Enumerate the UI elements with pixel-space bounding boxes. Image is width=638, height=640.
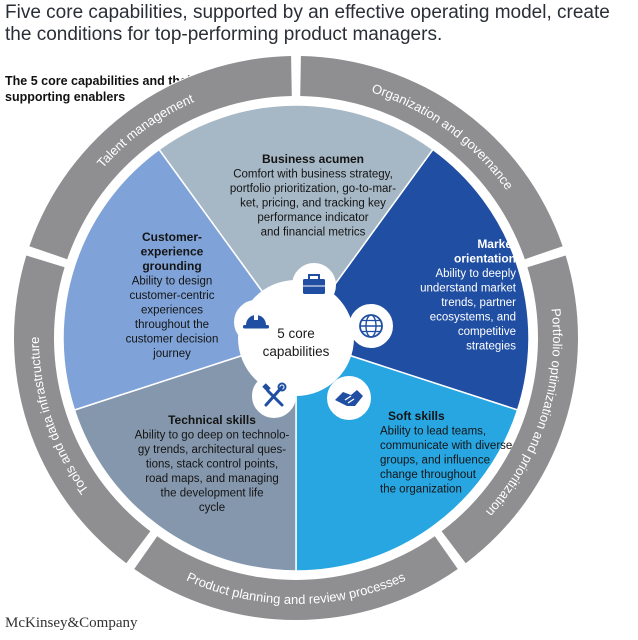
capability-description: trends, partner [441,297,516,309]
capability-heading: Technical skills [168,413,256,427]
diagram-subtitle: The 5 core capabilities and their suppor… [5,74,196,104]
capability-heading: Business acumen [262,152,364,166]
capability-description: portfolio prioritization, go-to-mar- [230,183,396,195]
capability-description: road maps, and managing [145,473,279,485]
capability-icons [234,263,393,420]
capability-description: Ability to deeply [435,268,516,280]
capability-description: throughout the [135,319,209,331]
capability-description: Ability to design [132,276,213,288]
capability-description: experiences [141,305,203,317]
capability-wedge [157,104,435,340]
globe-icon [349,304,393,348]
capability-description: customer decision [126,334,219,346]
footer-logo: McKinsey&Company [5,615,138,631]
briefcase-icon [292,263,336,307]
capability-wedge [73,336,297,572]
capability-heading: experience [141,245,204,259]
capability-description: change throughout [380,469,477,481]
capability-description: tions, stack control points, [146,459,278,471]
tools-icon [252,374,296,418]
hardhat-icon [234,300,278,344]
enabler-segment [134,536,458,620]
capability-description: ecosystems, and [430,312,516,324]
capability-wedge [62,148,298,411]
capability-description: groups, and influence [380,455,490,467]
capability-heading: Market [477,237,516,251]
capability-description: journey [152,348,191,360]
core-label-line1: 5 core [277,326,315,341]
capability-description: performance indicator [257,212,368,224]
capability-wedge [294,148,530,411]
capability-description: competitive [458,326,516,338]
capability-heading: orientation [454,252,516,266]
capability-description: ket, pricing, and tracking key [240,198,386,210]
enabler-segment [300,56,563,260]
enabler-segment [13,255,151,564]
core-label-line2: capabilities [263,344,330,359]
capability-description: Comfort with business strategy, [233,169,393,181]
capability-description: Ability to lead teams, [380,426,486,438]
page-title: Five core capabilities, supported by an … [5,2,610,45]
capability-description: gy trends, architectural ques- [138,444,286,456]
capability-description: and financial metrics [261,227,366,239]
handshake-icon [327,376,371,420]
capability-description: the organization [380,484,462,496]
enabler-segment [441,255,578,564]
capability-heading: Customer- [142,230,202,244]
capability-description: communicate with diverse [380,440,512,452]
capability-description: strategies [466,341,516,353]
capability-description: the development life [161,488,264,500]
capability-description: customer-centric [130,290,215,302]
capability-heading: grounding [142,259,201,273]
capability-description: understand market [420,283,517,295]
capability-description: cycle [199,502,225,514]
enabler-segment [29,56,292,260]
capability-description: Ability to go deep on technolo- [135,430,290,442]
capability-heading: Soft skills [388,409,445,423]
